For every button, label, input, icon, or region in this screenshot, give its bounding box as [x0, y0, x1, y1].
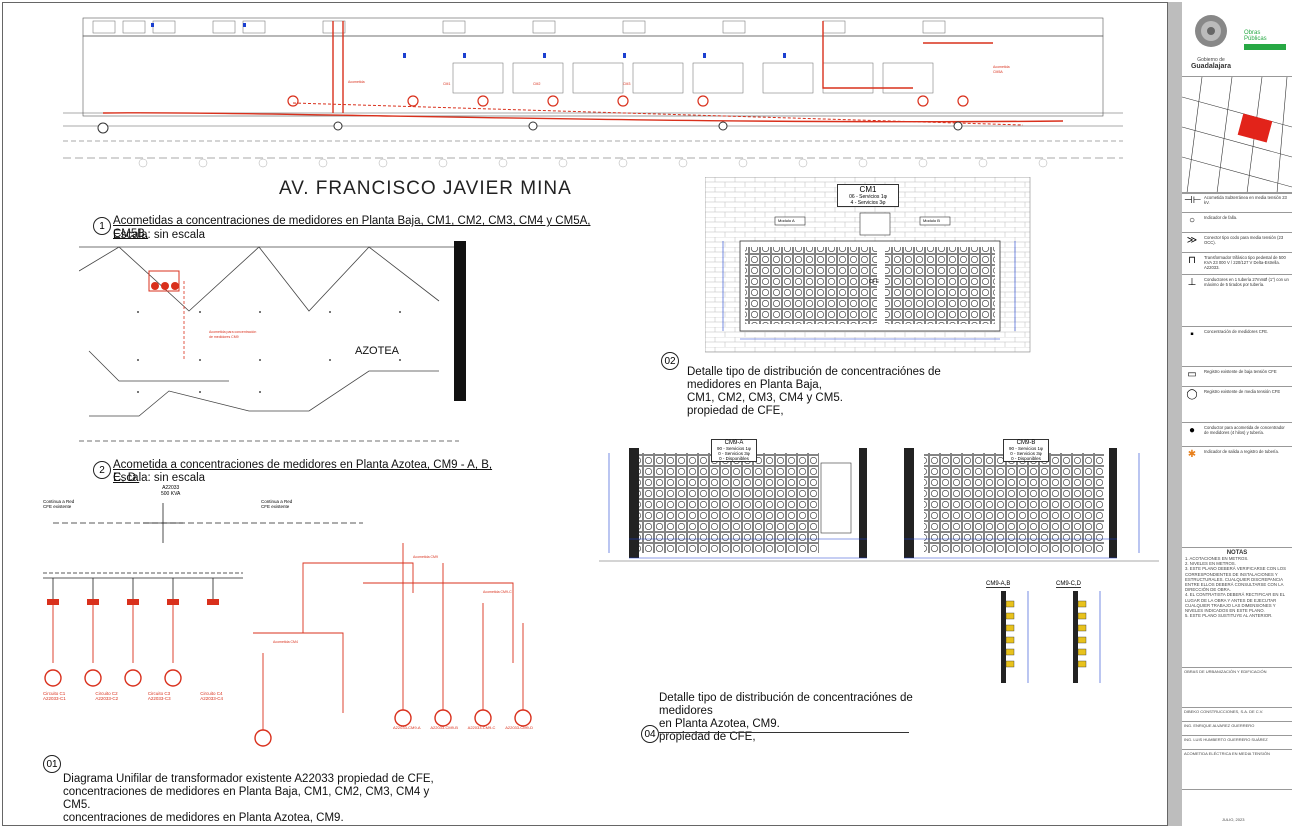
svg-text:CM1: CM1 — [443, 82, 450, 86]
section-label-right: CM9-C,D — [1056, 581, 1081, 588]
legend-item: ⊣⊢Acometida Subterránea en media tensión… — [1182, 192, 1292, 212]
view-scale: Escala: sin escala — [113, 229, 206, 241]
street-name: AV. FRANCISCO JAVIER MINA — [279, 178, 572, 199]
project-field: OBRAS DE URBANIZACIÓN Y EDIFICACIÓN — [1182, 667, 1292, 707]
legend-item: ✱Indicador de salida a registro de tuber… — [1182, 446, 1292, 466]
view-number-badge: 04 — [641, 725, 659, 743]
cm9a-label-box: CM9-A 90 - Servicios 1φ 0 - Servicios 3φ… — [711, 439, 757, 462]
transformer-kva: 500 KVA — [161, 491, 181, 497]
module-b-label: Modulo B — [923, 218, 940, 223]
title-block-strip — [1168, 2, 1182, 826]
legend-item: ●Conductor para acometida de concentrado… — [1182, 422, 1292, 446]
obras-bar-icon — [1244, 44, 1286, 50]
legend-item: ▭Registro existente de baja tensión CFE — [1182, 366, 1292, 386]
view-title: Acometida a concentraciones de medidores… — [113, 459, 493, 484]
notes-block: NOTAS 1. ACOTACIONES EN METROS. 2. NIVEL… — [1182, 547, 1292, 620]
view-scale: Escala: sin escala — [113, 472, 206, 484]
svg-text:CM5A: CM5A — [993, 70, 1003, 74]
view-title: Acometidas a concentraciones de medidore… — [113, 215, 591, 240]
svg-text:CM2: CM2 — [533, 82, 540, 86]
svg-text:Acometida: Acometida — [993, 65, 1010, 69]
legend-item: ○Indicador de falla. — [1182, 212, 1292, 232]
cm9b-label-box: CM9-B 90 - Servicios 1φ 0 - Servicios 3φ… — [1003, 439, 1049, 462]
view-caption: Diagrama Unifilar de transformador exist… — [63, 773, 434, 824]
person-field: ING. ENRIQUE ALVAREZ GUERRERO — [1182, 721, 1292, 735]
section-label-left: CM9-A,B — [986, 581, 1011, 588]
cm9-sections — [1001, 591, 1101, 683]
gov-seal-icon — [1195, 15, 1227, 47]
svg-text:CM3: CM3 — [623, 82, 630, 86]
network-note-left: Continua a Red CFE existente — [43, 499, 75, 509]
legend-item: ≫Conector tipo codo para media tensión (… — [1182, 232, 1292, 252]
svg-text:Acometida: Acometida — [348, 80, 365, 84]
cm9-elevation — [599, 448, 1159, 562]
legend-item: ⊥Conductores en 1 tubería 27mmØ (1") con… — [1182, 274, 1292, 326]
legend-item: ◯Registro existente de media tensión CFE — [1182, 386, 1292, 422]
svg-text:Acometida CM9-C: Acometida CM9-C — [483, 590, 512, 594]
area-label: AZOTEA — [355, 345, 400, 357]
location-map — [1181, 76, 1293, 194]
view-caption: Detalle tipo de distribución de concentr… — [659, 692, 913, 743]
person-field: ING. LUIS HUMBERTO GUERRERO SUÁREZ — [1182, 735, 1292, 749]
view-number-badge: 1 — [93, 217, 111, 235]
gov-logo: Gobierno de Guadalajara — [1186, 10, 1236, 70]
legend-item: ⊓Transformador trifásico tipo pedestal d… — [1182, 252, 1292, 274]
cm9-circuit-labels: A22033-CM9-A A22033-CM9-B A22033-CM9-C A… — [393, 725, 533, 730]
svg-text:Acometida para concentración: Acometida para concentración — [209, 330, 256, 334]
roof-wall — [454, 241, 466, 401]
caption-underline — [659, 732, 909, 733]
cfe-label: CFE — [869, 279, 879, 285]
view-caption: Detalle tipo de distribución de concentr… — [687, 366, 941, 417]
view-number-badge: 01 — [43, 755, 61, 773]
view-number-badge: 02 — [661, 352, 679, 370]
svg-text:Acometida CM9: Acometida CM9 — [413, 555, 438, 559]
svg-text:de medidores CM9: de medidores CM9 — [209, 335, 239, 339]
company-field: DIBEKO CONSTRUCCIONES, S.A. DE C.V. — [1182, 707, 1292, 721]
legend-item: ▪Concentración de medidores CFE. — [1182, 326, 1292, 366]
title-block: Gobierno de Guadalajara Obras Públicas ⊣… — [1167, 2, 1293, 826]
view-number-badge: 2 — [93, 461, 111, 479]
date-field: JULIO, 2023 — [1182, 789, 1292, 826]
svg-text:Acometida CM4: Acometida CM4 — [273, 640, 298, 644]
obras-logo: Obras Públicas — [1244, 30, 1286, 50]
network-note-right: Continua a Red CFE existente — [261, 499, 293, 509]
sheet-title-field: ACOMETIDA ELÉCTRICA EN MEDIA TENSIÓN — [1182, 749, 1292, 789]
module-a-label: Modulo A — [778, 218, 795, 223]
transformer-id: A22033 — [162, 485, 180, 491]
cm1-label-box: CM1 06 - Servicios 1φ 4 - Servicios 3φ — [837, 184, 899, 207]
